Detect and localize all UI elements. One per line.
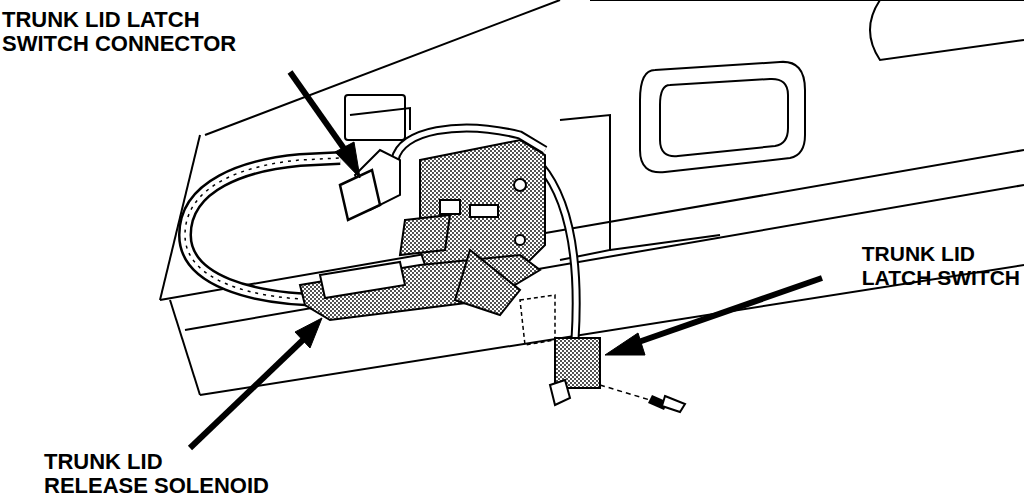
label-line: TRUNK LID	[44, 450, 269, 474]
body-panel	[160, 0, 1024, 395]
latch-assembly	[300, 140, 545, 320]
leader-arrows	[190, 72, 822, 448]
label-line: SWITCH CONNECTOR	[2, 32, 236, 56]
switch-callout: TRUNK LID LATCH SWITCH	[862, 242, 1020, 290]
label-line: RELEASE SOLENOID	[44, 474, 269, 498]
label-line: TRUNK LID LATCH	[2, 8, 236, 32]
latch-switch	[520, 295, 685, 412]
connector-callout: TRUNK LID LATCH SWITCH CONNECTOR	[2, 8, 236, 56]
solenoid-callout: TRUNK LID RELEASE SOLENOID	[44, 450, 269, 498]
label-line: LATCH SWITCH	[862, 266, 1020, 290]
wire-harness	[185, 128, 576, 340]
label-line: TRUNK LID	[862, 242, 1020, 266]
